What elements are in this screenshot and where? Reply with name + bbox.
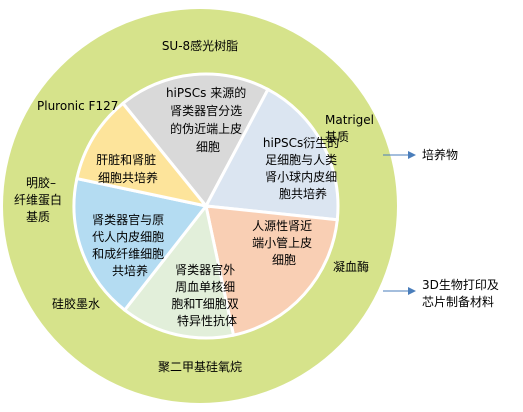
ring-label-pdms: 聚二甲基硅氧烷: [158, 360, 242, 374]
wedge-podocyte-coculture: [203, 87, 340, 222]
wedge-pbmc-bispecific-antibody: [122, 202, 236, 340]
wedge-label-4: 肾类器官与原 代人内皮细胞 和成纤维细胞 共培养: [92, 212, 168, 278]
pie-chart: [72, 72, 340, 340]
ring-label-silica-ink: 硅胶墨水: [52, 296, 100, 311]
ring-label-gelatin-fibrin: 明胶– 纤维蛋白 基质: [14, 175, 66, 224]
wedge-label-5: 肝脏和肾脏 细胞共培养: [96, 152, 160, 185]
ring-label-su8: SU-8感光树脂: [162, 38, 238, 53]
arrow-culture: [383, 151, 416, 159]
wedge-proximal-tubule-cells: [204, 204, 339, 337]
ring-label-matrigel: Matrigel 基质: [325, 113, 378, 144]
ring-label-thrombin: 凝血酶: [333, 259, 369, 274]
wedge-label-1: hiPSCs衍生的 足细胞与人类 肾小球内皮细 胞共培养: [263, 135, 343, 201]
wedge-pseudo-proximal-epithelial: [120, 72, 270, 209]
side-label-materials: 3D生物打印及 芯片制备材料: [422, 278, 503, 309]
side-label-culture: 培养物: [422, 147, 458, 162]
wedge-label-3: 肾类器官外 周血单核细 胞和T细胞双 特异性抗体: [171, 262, 242, 328]
ring-label-pluronic: Pluronic F127: [37, 99, 118, 113]
arrow-materials: [383, 287, 416, 295]
wedge-endothelial-fibroblast-coculture: [72, 176, 209, 313]
wedge-liver-kidney-coculture: [75, 101, 210, 209]
wedge-label-0: hiPSCs 来源的 肾类器官分选 的伪近端上皮 细胞: [166, 85, 250, 154]
wedge-label-2: 人源性肾近 端小管上皮 细胞: [252, 219, 316, 267]
